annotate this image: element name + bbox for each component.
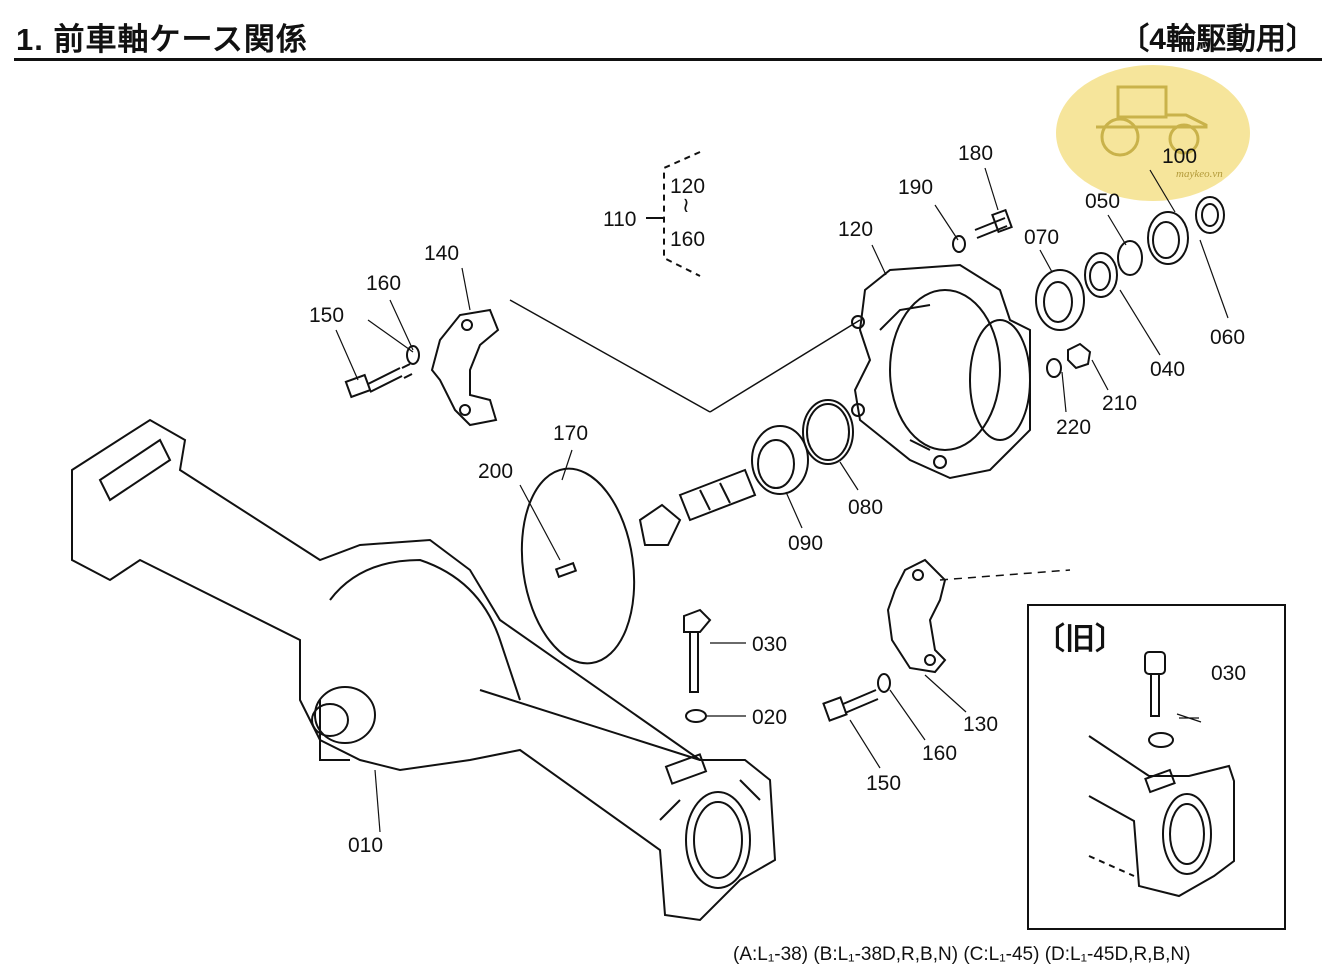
inset-old-type: 〔旧〕 030 (1027, 604, 1286, 930)
gasket-200 (520, 467, 636, 665)
title-rule (14, 58, 1322, 61)
callout-190: 190 (898, 176, 933, 199)
callout-070: 070 (1024, 226, 1059, 249)
bolt-150-upper (344, 363, 413, 399)
snap-ring-050 (1117, 240, 1143, 276)
callout-120: 120 (838, 218, 873, 241)
washer-220 (1046, 358, 1062, 378)
washer-190 (952, 235, 966, 253)
callout-tilde: ≀ (682, 194, 690, 217)
inset-plug (1144, 651, 1166, 675)
callout-100: 100 (1162, 145, 1197, 168)
callout-120-group: 120 (670, 175, 705, 198)
o-ring-080 (802, 399, 854, 465)
callout-050: 050 (1085, 190, 1120, 213)
callout-040: 040 (1150, 358, 1185, 381)
axle-case-010 (71, 418, 777, 922)
inset-washer (1148, 732, 1174, 748)
callout-010: 010 (348, 834, 383, 857)
watermark-logo: maykeo.vn (1056, 65, 1250, 201)
breather-030 (683, 608, 712, 693)
seal-060 (1147, 211, 1189, 265)
callout-140: 140 (424, 242, 459, 265)
bolt-150-lower (822, 689, 879, 722)
nut-210 (1067, 342, 1092, 370)
washer-160-lower (877, 673, 891, 693)
bearing-cap-130 (886, 558, 947, 674)
callout-090: 090 (788, 532, 823, 555)
callout-220: 220 (1056, 416, 1091, 439)
callout-150-upper: 150 (309, 304, 344, 327)
model-applicability-footer: (A:L₁-38) (B:L₁-38D,R,B,N) (C:L₁-45) (D:… (733, 944, 1191, 965)
bearing-090 (751, 425, 809, 495)
callout-170: 170 (553, 422, 588, 445)
drive-type-tag: 〔4輪駆動用〕 (1119, 23, 1316, 56)
washer-160-upper (406, 345, 420, 365)
callout-110: 110 (603, 208, 636, 231)
callout-080: 080 (848, 496, 883, 519)
pinion-shaft (638, 468, 757, 546)
callout-150-lower: 150 (866, 772, 901, 795)
callout-130: 130 (963, 713, 998, 736)
housing-120 (851, 263, 1031, 480)
callout-160-upper: 160 (366, 272, 401, 295)
callout-060: 060 (1210, 326, 1245, 349)
inset-drawing (1088, 651, 1235, 898)
callout-200: 200 (478, 460, 513, 483)
callout-020: 020 (752, 706, 787, 729)
bolt-180 (974, 208, 1013, 239)
nut-100 (1195, 196, 1225, 234)
seal-040 (1084, 252, 1118, 298)
bearing-070 (1035, 269, 1085, 331)
inset-callout-030: 030 (1211, 662, 1247, 685)
callout-160-lower: 160 (922, 742, 957, 765)
callout-160-group: 160 (670, 228, 705, 251)
callout-180: 180 (958, 142, 993, 165)
inset-title: 〔旧〕 (1035, 623, 1125, 656)
page-title: 1. 前車軸ケース関係 (16, 22, 308, 57)
washer-020 (685, 709, 707, 723)
pin-170 (554, 561, 578, 579)
bearing-cap-140 (430, 308, 500, 427)
callout-030: 030 (752, 633, 787, 656)
watermark-text: maykeo.vn (1176, 168, 1223, 180)
callout-210: 210 (1102, 392, 1137, 415)
